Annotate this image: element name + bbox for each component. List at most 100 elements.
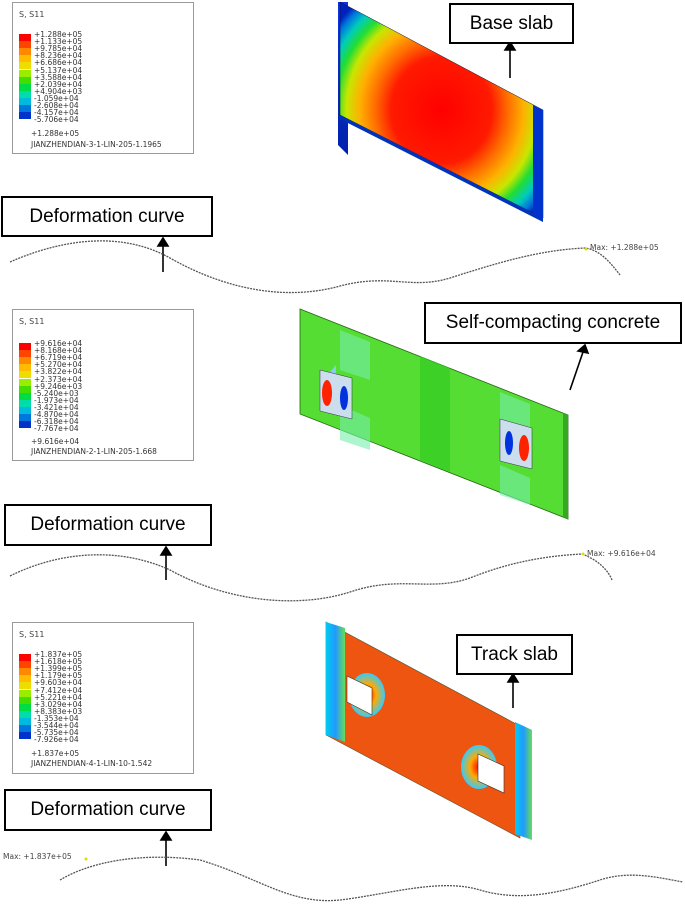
callout-arrows [156, 40, 590, 866]
max-label-2: Max: +9.616e+04 [587, 549, 656, 558]
legend-value: -1.059e+04 [34, 93, 79, 103]
legend-swatch [19, 661, 31, 669]
legend-value: -2.608e+04 [34, 101, 79, 110]
legend-swatch [19, 668, 31, 676]
legend-swatch [19, 76, 31, 84]
legend-value: -5.240e+03 [34, 388, 79, 398]
max-label-1: Max: +1.288e+05 [590, 243, 659, 252]
legend-base-slab: S, S11 +1.288e+05+1.133e+05+9.785e+04+8.… [12, 2, 194, 154]
legend-swatch [19, 696, 31, 704]
legend-swatch [19, 682, 31, 690]
base-slab-model [338, 1, 544, 222]
legend-swatch [19, 69, 31, 77]
legend-swatch [19, 350, 31, 358]
legend-swatch [19, 48, 31, 56]
legend-swatch [19, 371, 31, 379]
self-compacting-concrete-model [299, 308, 569, 520]
legend-job-name: JIANZHENDIAN-2-1-LIN-205-1.668 [31, 447, 157, 456]
legend-swatch [19, 710, 31, 718]
track-slab-label: Track slab [456, 634, 573, 675]
legend-track-slab: S, S11 +1.837e+05+1.618e+05+1.399e+05+1.… [12, 622, 194, 774]
deformation-curve-label-1: Deformation curve [1, 196, 213, 237]
legend-value: -7.926e+04 [34, 735, 79, 745]
deformation-curve-1 [9, 240, 621, 294]
legend-job-name: JIANZHENDIAN-4-1-LIN-10-1.542 [31, 759, 153, 768]
legend-swatch [19, 90, 31, 98]
legend-value: +1.288e+05 [34, 30, 83, 39]
legend-value: -4.157e+04 [34, 108, 79, 118]
legend-swatch [19, 406, 31, 414]
legend-swatch [19, 717, 31, 725]
legend-value: -7.767e+04 [34, 424, 79, 434]
legend-value: +9.246e+03 [34, 381, 83, 391]
legend-value: -1.973e+04 [34, 395, 79, 405]
max-markers [84, 247, 588, 861]
legend-swatch [19, 689, 31, 697]
legend-swatch [19, 732, 31, 740]
legend-value: +8.383e+03 [34, 706, 83, 716]
legend-swatch [19, 83, 31, 91]
legend-value: +9.616e+04 [34, 339, 83, 348]
legend-value: +3.822e+04 [34, 367, 83, 377]
legend-swatch [19, 414, 31, 422]
deformation-curve-2 [9, 553, 613, 602]
max-label-3: Max: +1.837e+05 [3, 852, 72, 861]
legend-value: -5.706e+04 [34, 115, 79, 125]
legend-title: S, S11 [19, 630, 45, 639]
legend-swatch [19, 421, 31, 429]
legend-value: +5.270e+04 [34, 360, 83, 370]
legend-title: S, S11 [19, 10, 45, 19]
legend-value: +1.133e+05 [34, 37, 83, 47]
legend-reference-value: +1.288e+05 [31, 129, 80, 138]
legend-value: +1.837e+05 [34, 650, 83, 659]
legend-swatch [19, 41, 31, 49]
legend-job-name: JIANZHENDIAN-3-1-LIN-205-1.1965 [31, 140, 162, 149]
legend-swatch [19, 62, 31, 70]
legend-value: -4.870e+04 [34, 410, 79, 419]
legend-swatch [19, 385, 31, 393]
legend-swatch [19, 378, 31, 386]
legend-value: -1.353e+04 [34, 713, 79, 723]
legend-swatch [19, 364, 31, 372]
legend-value: +6.686e+04 [34, 58, 83, 68]
legend-value: +4.904e+03 [34, 86, 83, 96]
deformation-curve-label-3: Deformation curve [4, 789, 212, 831]
legend-value: +2.039e+04 [34, 79, 83, 89]
legend-value: +8.236e+04 [34, 51, 83, 61]
legend-value: +6.719e+04 [34, 353, 83, 363]
legend-swatch [19, 725, 31, 733]
self-compacting-concrete-label: Self-compacting concrete [424, 302, 682, 344]
legend-swatch [19, 55, 31, 63]
track-slab-model [325, 621, 532, 840]
legend-swatch [19, 34, 31, 42]
legend-value: +1.179e+05 [34, 671, 83, 681]
deformation-curves [9, 240, 684, 902]
legend-value: +5.221e+04 [34, 692, 83, 702]
deformation-curve-3 [59, 856, 684, 902]
legend-swatch [19, 399, 31, 407]
deformation-curve-label-2: Deformation curve [4, 504, 212, 546]
legend-self-compacting-concrete: S, S11 +9.616e+04+8.168e+04+6.719e+04+5.… [12, 309, 194, 461]
legend-swatch [19, 675, 31, 683]
legend-value: -6.318e+04 [34, 417, 79, 427]
legend-swatch [19, 703, 31, 711]
legend-swatch [19, 343, 31, 351]
legend-value: +1.399e+05 [34, 664, 83, 674]
legend-reference-value: +1.837e+05 [31, 749, 80, 758]
base-slab-label: Base slab [449, 3, 574, 44]
legend-value: +9.785e+04 [34, 44, 83, 54]
legend-swatch [19, 654, 31, 662]
legend-value: +2.373e+04 [34, 374, 83, 384]
legend-swatch [19, 112, 31, 120]
legend-value: -3.421e+04 [34, 402, 79, 412]
legend-reference-value: +9.616e+04 [31, 437, 80, 446]
legend-swatch [19, 105, 31, 113]
legend-value: +3.029e+04 [34, 699, 83, 709]
legend-swatch [19, 357, 31, 365]
legend-value: -5.735e+04 [34, 728, 79, 738]
legend-value: +3.588e+04 [34, 72, 83, 82]
legend-value: -3.544e+04 [34, 721, 79, 730]
legend-value: +1.618e+05 [34, 657, 83, 667]
legend-value: +8.168e+04 [34, 346, 83, 356]
